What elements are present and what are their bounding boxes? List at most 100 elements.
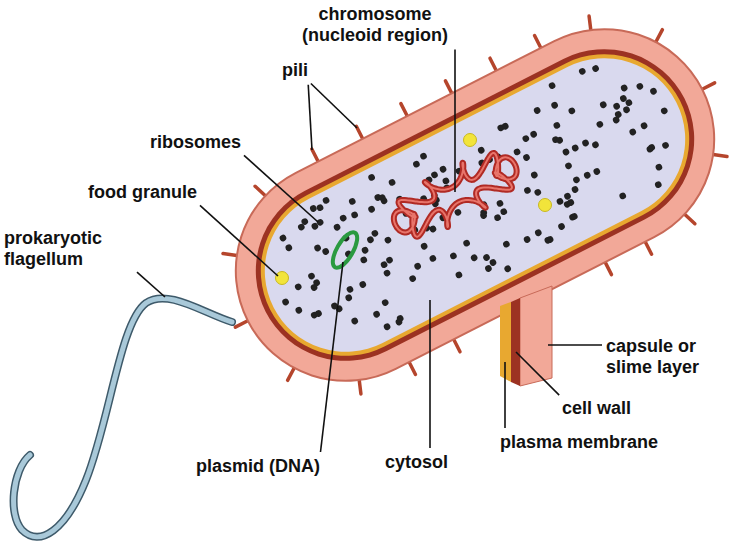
pilus <box>702 83 714 89</box>
ribosome <box>599 100 608 109</box>
ribosome <box>591 64 600 73</box>
ribosome <box>521 134 530 143</box>
ribosome <box>455 270 464 279</box>
ribosome <box>592 167 601 176</box>
ribosome <box>654 180 663 189</box>
ribosome <box>649 87 658 96</box>
ribosome <box>583 171 592 180</box>
ribosome <box>333 223 342 232</box>
flagellum <box>14 298 232 536</box>
ribosome <box>281 298 290 307</box>
ribosome <box>503 264 512 273</box>
leader-line <box>516 352 559 395</box>
plasma-membrane <box>231 25 718 385</box>
ribosome <box>297 223 306 232</box>
ribosome <box>581 139 590 148</box>
leader-line <box>548 344 602 346</box>
ribosome <box>470 253 479 262</box>
ribosome <box>316 203 325 212</box>
leader-line <box>429 300 431 448</box>
ribosome <box>635 82 644 91</box>
ribosome <box>307 272 316 281</box>
ribosome <box>346 285 355 294</box>
ribosome <box>367 173 376 182</box>
ribosome <box>383 322 392 331</box>
pilus <box>409 362 415 374</box>
ribosome <box>556 197 565 206</box>
ribosome <box>420 242 429 251</box>
leader-line <box>244 155 318 222</box>
pilus <box>223 248 237 260</box>
ribosome <box>557 222 566 231</box>
ribosome <box>350 317 359 326</box>
ribosome <box>499 207 508 216</box>
ribosome <box>359 255 368 264</box>
pilus <box>454 339 460 351</box>
ribosome <box>383 269 392 278</box>
ribosome <box>413 262 422 271</box>
ribosome <box>384 236 393 245</box>
ribosome <box>381 298 390 307</box>
ribosome <box>380 196 389 205</box>
plasmid <box>328 229 362 272</box>
ribosome <box>479 211 488 220</box>
ribosome <box>529 130 538 139</box>
ribosome <box>429 225 438 234</box>
pilus <box>312 149 318 161</box>
ribosome <box>522 153 531 162</box>
ribosome <box>543 236 552 245</box>
food-granule <box>276 272 289 285</box>
pilus <box>401 104 407 116</box>
ribosome <box>370 229 379 238</box>
ribosome <box>595 120 604 129</box>
pilus <box>445 81 451 93</box>
ribosome <box>628 128 637 137</box>
part-label: prokaryotic flagellum <box>4 228 134 269</box>
part-label: food granule <box>88 182 197 203</box>
ribosome <box>567 106 576 115</box>
food-granule <box>464 134 477 147</box>
ribosome <box>313 244 322 253</box>
ribosome <box>619 94 628 103</box>
ribosome <box>550 101 559 110</box>
ribosome <box>548 81 557 90</box>
pilus <box>685 212 695 226</box>
ribosome <box>578 67 587 76</box>
ribosome <box>314 309 323 318</box>
ribosome <box>523 186 532 195</box>
food-granule <box>539 199 552 212</box>
ribosome <box>572 175 581 184</box>
ribosome <box>482 253 491 262</box>
ribosome <box>570 212 579 221</box>
ribosome <box>439 165 448 174</box>
pilus <box>356 126 362 138</box>
ribosome <box>294 306 303 315</box>
pilus <box>490 58 496 70</box>
ribosome <box>449 251 458 260</box>
ribosome <box>552 121 561 130</box>
pilus <box>605 262 611 274</box>
ribosome <box>348 197 357 206</box>
leader-line <box>137 272 165 297</box>
cell-body <box>179 0 739 438</box>
ribosome <box>419 152 428 161</box>
ribosome <box>564 161 573 170</box>
ribosome <box>309 204 318 213</box>
ribosome <box>496 199 505 208</box>
ribosome <box>310 283 319 292</box>
ribosome <box>513 147 522 156</box>
leader-line <box>504 362 506 428</box>
ribosome <box>523 235 532 244</box>
ribosome <box>380 260 389 269</box>
ribosome <box>646 145 655 154</box>
ribosome <box>462 239 471 248</box>
part-label: plasma membrane <box>500 432 658 453</box>
ribosome <box>442 176 451 185</box>
ribosome <box>350 210 359 219</box>
ribosome <box>322 196 331 205</box>
cell-wall-flap <box>511 298 520 386</box>
cytosol <box>237 30 713 380</box>
pilus <box>645 242 651 254</box>
